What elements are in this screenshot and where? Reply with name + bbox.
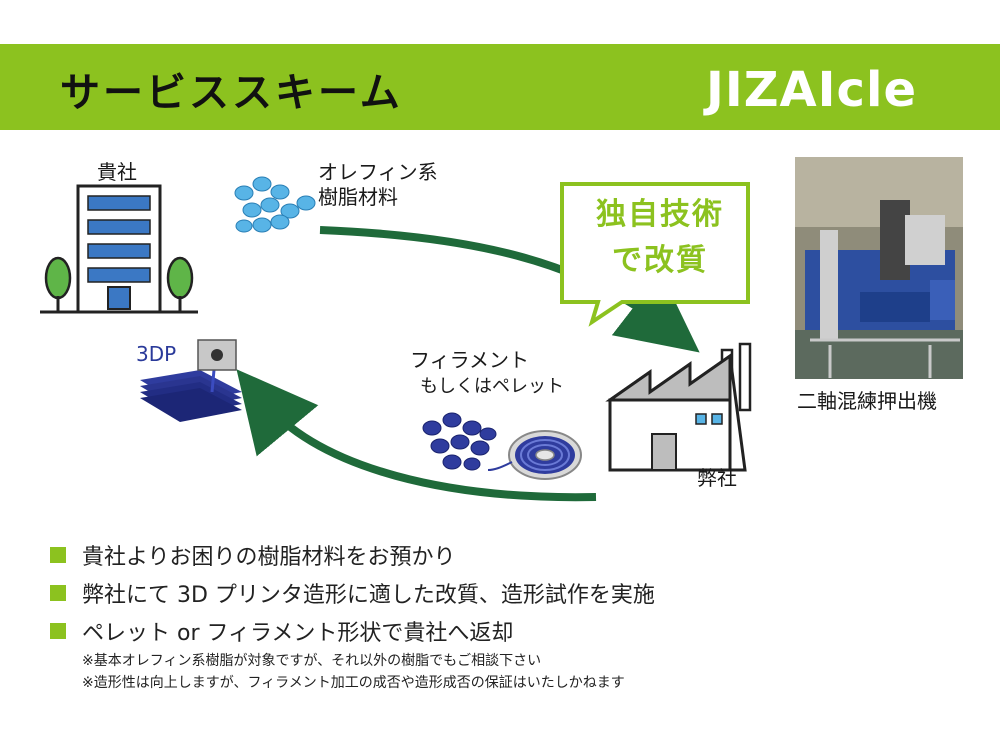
- brand-logo: JIZAIcle: [706, 62, 917, 118]
- bullet-item: 弊社にて 3D プリンタ造形に適した改質、造形試作を実施: [50, 574, 655, 612]
- bullet-text: 貴社よりお困りの樹脂材料をお預かり: [82, 545, 456, 570]
- page-title: サービススキーム: [60, 70, 403, 116]
- footnote: ※造形性は向上しますが、フィラメント加工の成否や造形成否の保証はいたしかねます: [82, 675, 625, 691]
- bullet-item: ペレット or フィラメント形状で貴社へ返却: [50, 612, 655, 650]
- header-banner: [0, 44, 1000, 130]
- bullet-text: 弊社にて 3D プリンタ造形に適した改質、造形試作を実施: [82, 583, 655, 608]
- callout-line2: で改質: [612, 243, 708, 278]
- bullet-text: ペレット or フィラメント形状で貴社へ返却: [82, 621, 514, 646]
- printer-label: 3DP: [136, 342, 177, 366]
- extruder-machine-image: [795, 157, 963, 379]
- filament-pellets-icon: [422, 412, 497, 471]
- bullet-list: 貴社よりお困りの樹脂材料をお預かり 弊社にて 3D プリンタ造形に適した改質、造…: [50, 536, 655, 694]
- bullet-item: 貴社よりお困りの樹脂材料をお預かり: [50, 536, 655, 574]
- product-label-line2: もしくはペレット: [420, 376, 564, 397]
- filament-spool-icon: [487, 430, 582, 480]
- product-label-line1: フィラメント: [410, 348, 529, 372]
- resin-pellets-icon: [234, 176, 316, 233]
- material-label-line1: オレフィン系: [318, 160, 438, 184]
- machine-photo-caption: 二軸混練押出機: [797, 389, 937, 413]
- client-label: 貴社: [97, 160, 137, 184]
- factory-label: 弊社: [697, 466, 737, 490]
- material-label-line2: 樹脂材料: [318, 185, 398, 209]
- office-building-icon: [40, 184, 198, 314]
- footnote: ※基本オレフィン系樹脂が対象ですが、それ以外の樹脂でもご相談下さい: [82, 653, 542, 669]
- callout-box: [560, 182, 750, 327]
- callout-text: 独自技術 で改質: [575, 192, 745, 284]
- flow-arrow-to-printer: [236, 369, 597, 502]
- bullet-marker: [50, 547, 66, 563]
- bullet-marker: [50, 585, 66, 601]
- 3d-printer-icon: [140, 339, 242, 422]
- factory-icon: [605, 342, 752, 472]
- callout-line1: 独自技術: [596, 197, 724, 232]
- bullet-marker: [50, 623, 66, 639]
